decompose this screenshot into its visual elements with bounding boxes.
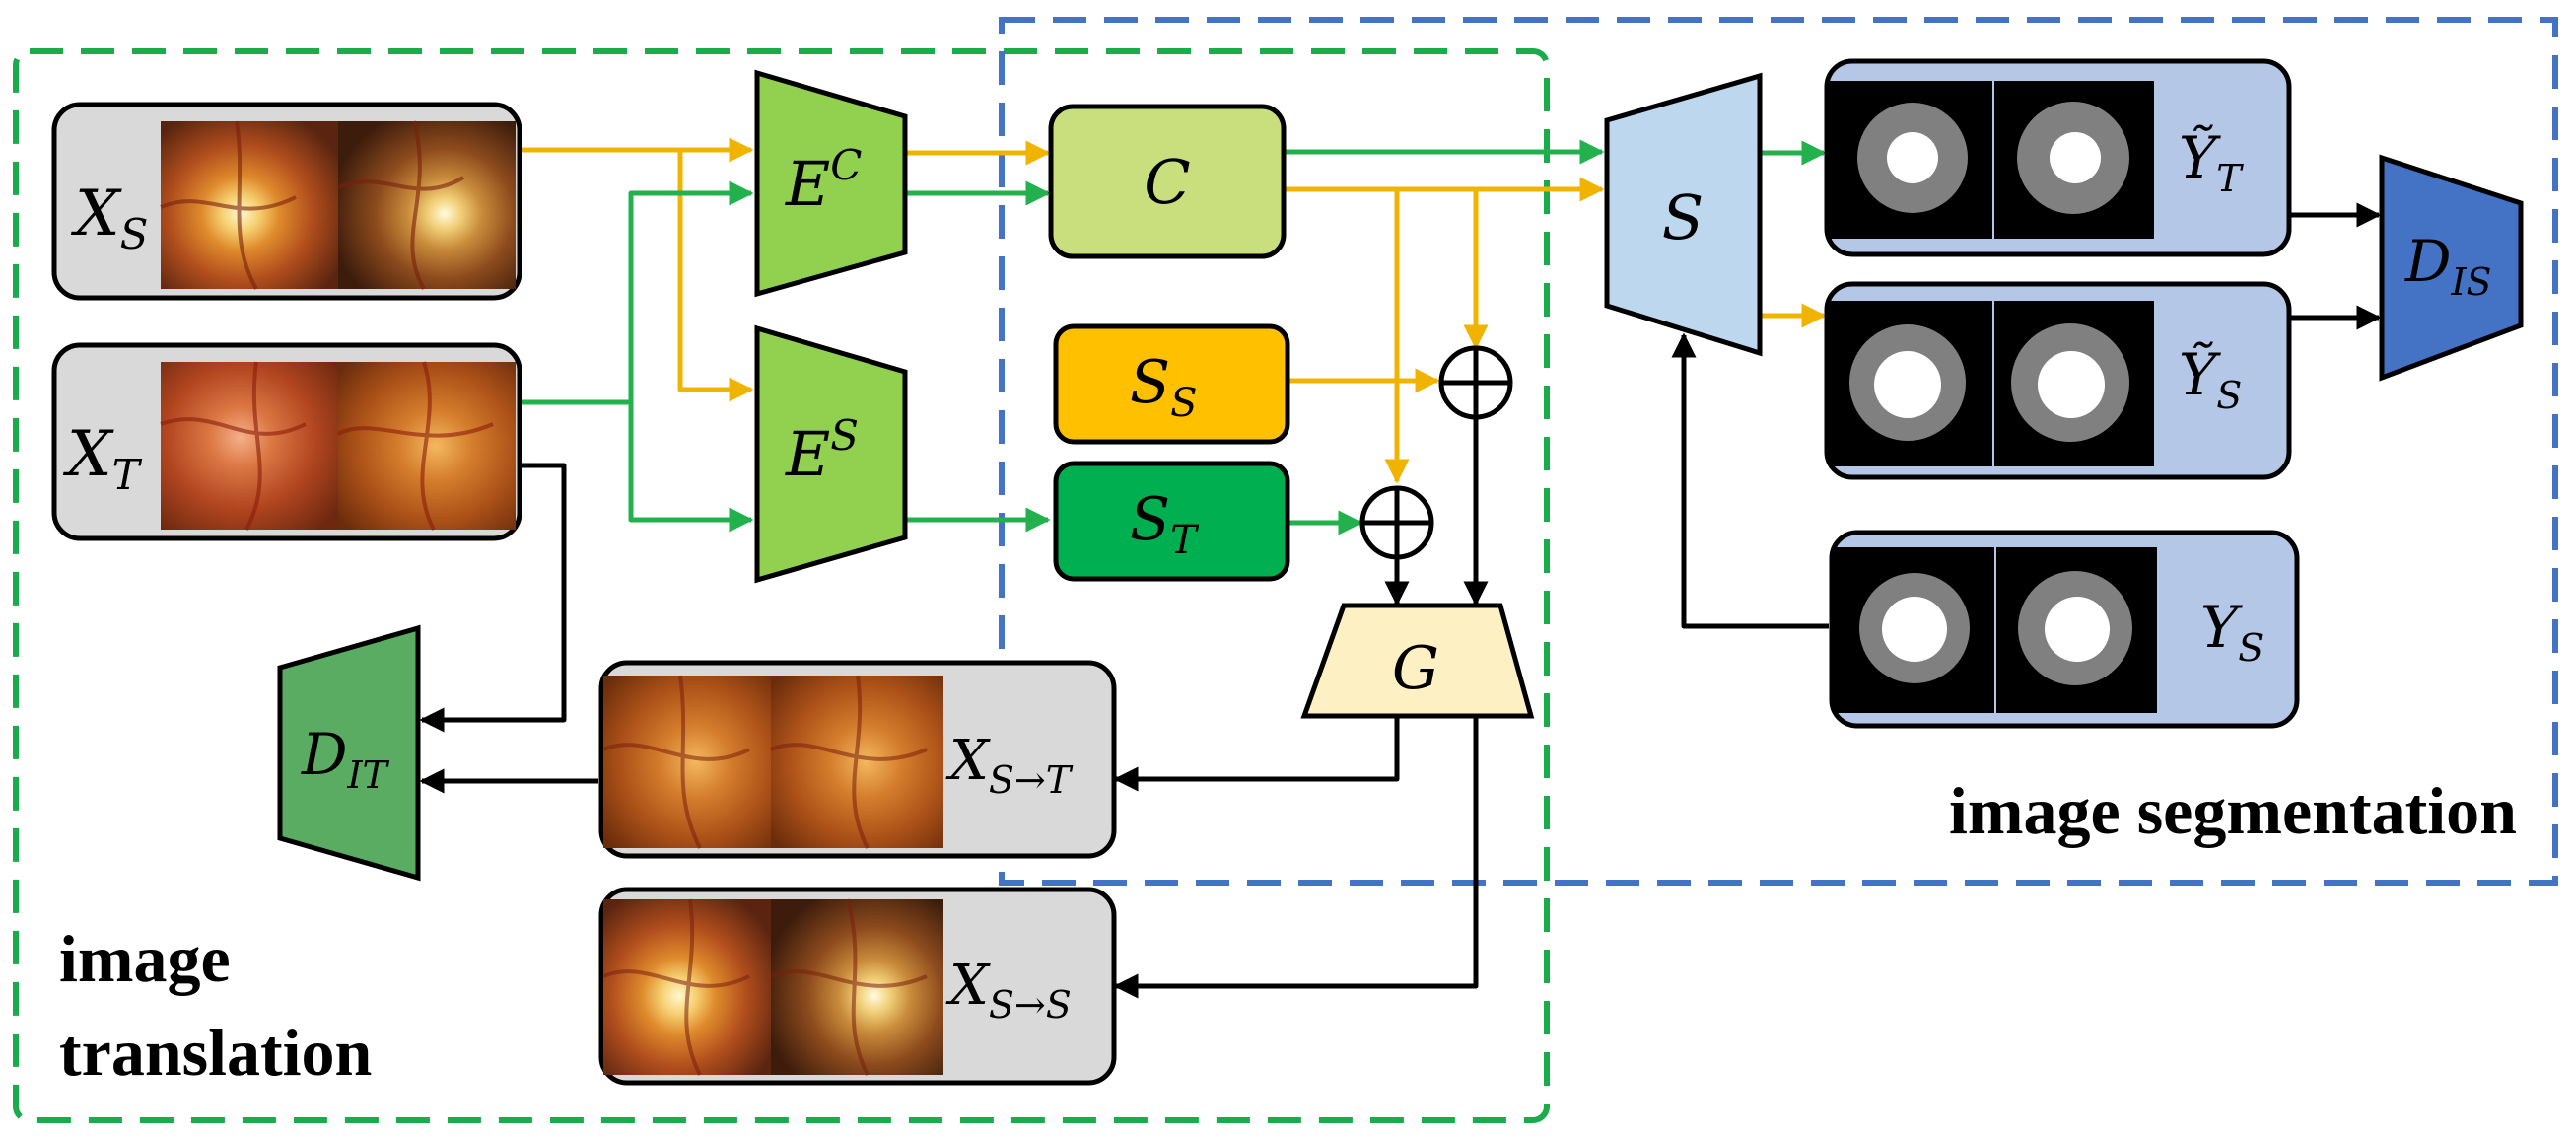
ystilde-t-label: ỸT: [2179, 124, 2244, 200]
source-style-code: SS: [1053, 323, 1290, 445]
content-encoder: EC: [754, 69, 908, 298]
translation-region-label-line2: translation: [59, 1015, 372, 1090]
style-encoder-label: ES: [785, 411, 859, 490]
xs-fundus-image-1: [161, 121, 338, 289]
xt-input-card: XT: [51, 342, 522, 541]
edge-xs-to-es: [677, 150, 754, 402]
target-style-code: ST: [1053, 461, 1290, 582]
segmentation-region-label: image segmentation: [1949, 773, 2517, 848]
image-discriminator: DIT: [277, 624, 421, 882]
generator: G: [1300, 603, 1535, 719]
segmentation-region: [999, 17, 2558, 886]
ystilde-s-card: ỸS: [1824, 281, 2292, 480]
source-style-label: SS: [1130, 348, 1198, 426]
edge-g-to-xst: [1113, 716, 1400, 792]
ys-card: YS: [1829, 530, 2300, 729]
segmenter: S: [1604, 72, 1763, 357]
translation-region-label-line1: image: [59, 921, 231, 996]
xs-label: XS: [70, 178, 148, 258]
style-encoder: ES: [754, 324, 908, 584]
content-encoder-label: EC: [785, 141, 862, 220]
sum-node-target: [1359, 485, 1434, 560]
edge-xt-to-es: [520, 399, 754, 533]
edge-xt-to-ec: [628, 180, 754, 402]
segmentation-discriminator: DIS: [2379, 154, 2524, 382]
xst-fundus-image-1: [603, 676, 771, 848]
segmenter-label: S: [1662, 181, 1704, 253]
xss-output-card: XS→S: [598, 887, 1117, 1086]
segmentation-discriminator-label: DIS: [2404, 228, 2492, 304]
xs-input-card: XS: [51, 102, 522, 301]
generator-label: G: [1392, 634, 1439, 703]
xss-label: XS→S: [945, 954, 1072, 1027]
image-discriminator-label: DIT: [301, 721, 390, 797]
xt-fundus-image-1: [161, 362, 338, 530]
edge-g-to-xss: [1113, 716, 1479, 999]
xst-label: XS→T: [945, 729, 1074, 802]
target-style-label: ST: [1130, 485, 1200, 563]
translation-region: [13, 48, 1550, 1123]
ystilde-s-label: ỸS: [2179, 341, 2242, 417]
content-code-label: C: [1144, 146, 1190, 218]
edge-ys-to-s: [1671, 332, 1829, 629]
ys-label: YS: [2200, 594, 2263, 670]
xs-fundus-image-2: [338, 121, 516, 289]
xt-label: XT: [62, 418, 143, 499]
edge-xt-to-dit: [419, 463, 567, 733]
xst-output-card: XS→T: [598, 660, 1117, 859]
content-code: C: [1048, 104, 1287, 259]
sum-node-source: [1438, 345, 1513, 420]
ystilde-t-card: ỸT: [1824, 58, 2292, 257]
